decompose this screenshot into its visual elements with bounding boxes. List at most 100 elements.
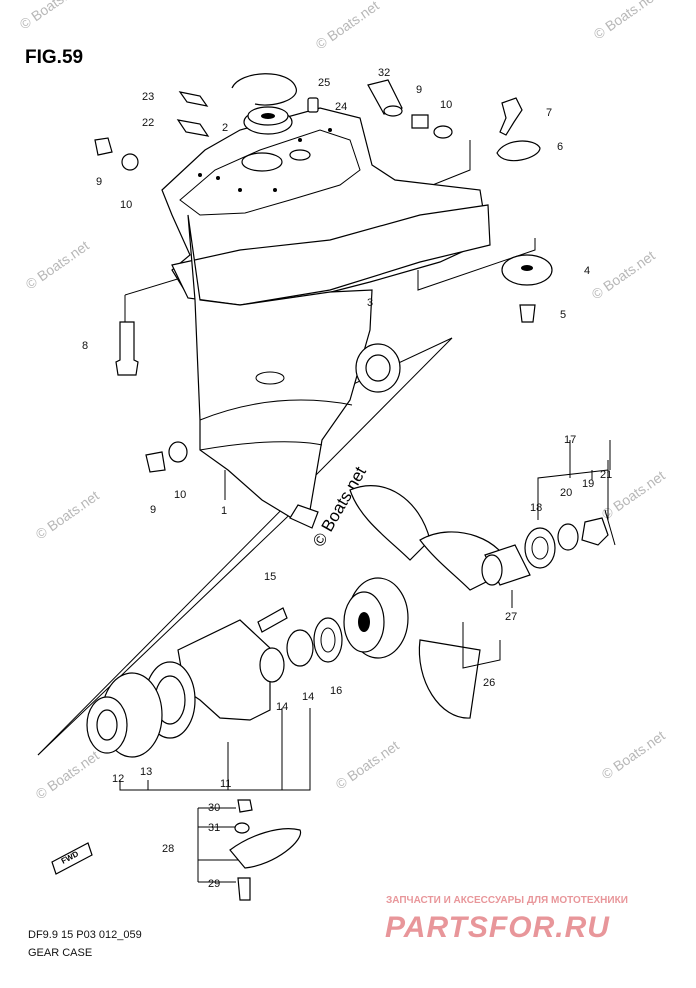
watermark: © Boats.net bbox=[33, 747, 102, 802]
watermark: © Boats.net bbox=[313, 0, 382, 52]
bearing-2-bore bbox=[261, 113, 275, 119]
leg-contour bbox=[199, 441, 323, 451]
skeg bbox=[289, 504, 319, 529]
top-parts bbox=[94, 73, 553, 473]
figure-title: FIG.59 bbox=[25, 47, 83, 68]
callout-4: 4 bbox=[584, 265, 590, 277]
screw-9 bbox=[94, 137, 113, 156]
callout-15: 15 bbox=[264, 571, 276, 583]
leader-bracket bbox=[119, 708, 311, 791]
callout-28: 28 bbox=[162, 843, 174, 855]
cover-6 bbox=[496, 140, 541, 162]
gear-case-leg bbox=[187, 214, 373, 521]
lower-parts: FWD bbox=[51, 607, 343, 901]
callout-22: 22 bbox=[142, 117, 154, 129]
bolt-hole bbox=[238, 188, 242, 192]
callout-10a: 10 bbox=[440, 99, 452, 111]
callout-25: 25 bbox=[318, 77, 330, 89]
callout-9c: 9 bbox=[150, 504, 156, 516]
screw-5 bbox=[519, 304, 536, 323]
callout-9a: 9 bbox=[416, 84, 422, 96]
watermark: © Boats.net bbox=[33, 487, 102, 542]
bolt-hole bbox=[328, 128, 332, 132]
dowel-pin bbox=[307, 97, 319, 113]
callout-23: 23 bbox=[142, 91, 154, 103]
watermark: © Boats.net bbox=[591, 0, 660, 42]
bolt-hole bbox=[273, 188, 277, 192]
callout-24: 24 bbox=[335, 101, 347, 113]
propeller-blade-top bbox=[349, 485, 431, 561]
nut-19 bbox=[581, 517, 609, 546]
callout-labels: 25 2 24 23 22 32 9 10 7 6 9 10 4 5 8 3 9… bbox=[82, 67, 612, 890]
callout-13: 13 bbox=[140, 766, 152, 778]
callout-3: 3 bbox=[367, 297, 373, 309]
key-23 bbox=[178, 91, 209, 107]
callout-18: 18 bbox=[530, 502, 542, 514]
bearing-3-inner bbox=[365, 354, 391, 382]
callout-5: 5 bbox=[560, 309, 566, 321]
part-16-inner bbox=[320, 627, 336, 653]
bolt-15 bbox=[257, 607, 288, 633]
screw-29 bbox=[237, 877, 251, 901]
washer-10 bbox=[168, 441, 188, 463]
brand-logo: PARTSFOR.RU bbox=[385, 911, 610, 944]
figure-name: GEAR CASE bbox=[28, 947, 92, 959]
watermark: © Boats.net bbox=[599, 727, 668, 782]
leader-anode bbox=[417, 238, 536, 291]
leg-contour bbox=[199, 399, 353, 421]
callout-9b: 9 bbox=[96, 176, 102, 188]
washer-18-inner bbox=[531, 536, 549, 560]
key-22 bbox=[176, 119, 210, 137]
washer-18 bbox=[524, 527, 556, 569]
perspective-line bbox=[37, 337, 453, 756]
bolt-8 bbox=[115, 321, 139, 376]
screw-9 bbox=[411, 114, 429, 129]
cotter-pin-21 bbox=[604, 509, 616, 546]
callout-30: 30 bbox=[208, 802, 220, 814]
callout-16: 16 bbox=[330, 685, 342, 697]
propeller-blade-bottom bbox=[418, 639, 481, 719]
anode-4-hole bbox=[521, 265, 533, 271]
bolt-hole bbox=[198, 173, 202, 177]
washer-10 bbox=[121, 153, 139, 171]
callout-27: 27 bbox=[505, 611, 517, 623]
callout-31: 31 bbox=[208, 822, 220, 834]
callout-32: 32 bbox=[378, 67, 390, 79]
washer-20 bbox=[557, 523, 579, 551]
gear-case-housing bbox=[161, 107, 491, 529]
flange-hole bbox=[289, 149, 311, 161]
brand-block: ЗАПЧАСТИ И АКСЕССУАРЫ ДЛЯ МОТОТЕХНИКИ PA… bbox=[385, 895, 628, 944]
watermark: © Boats.net bbox=[17, 0, 86, 32]
bearing-12-inner bbox=[96, 709, 118, 741]
part-16 bbox=[313, 617, 343, 663]
case-hole bbox=[255, 371, 285, 385]
callout-14b: 14 bbox=[302, 691, 314, 703]
callout-10c: 10 bbox=[174, 489, 186, 501]
flange-hole bbox=[241, 152, 283, 172]
callout-19: 19 bbox=[582, 478, 594, 490]
callout-6: 6 bbox=[557, 141, 563, 153]
washer-10 bbox=[433, 125, 453, 139]
watermark: © Boats.net bbox=[23, 237, 92, 292]
screw-9 bbox=[145, 451, 166, 473]
plug-32-end bbox=[383, 105, 403, 117]
callout-26: 26 bbox=[483, 677, 495, 689]
nut-30 bbox=[237, 799, 253, 813]
leader-26 bbox=[462, 622, 501, 669]
perspective-line bbox=[37, 499, 306, 756]
spacer-27-face bbox=[481, 554, 503, 586]
callout-1: 1 bbox=[221, 505, 227, 517]
leader-17 bbox=[537, 460, 609, 520]
seal-14 bbox=[259, 647, 285, 683]
callout-17: 17 bbox=[564, 434, 576, 446]
leader-17-top bbox=[569, 440, 611, 470]
brand-tagline: ЗАПЧАСТИ И АКСЕССУАРЫ ДЛЯ МОТОТЕХНИКИ bbox=[386, 895, 628, 906]
propeller-assembly bbox=[343, 440, 616, 719]
callout-29: 29 bbox=[208, 878, 220, 890]
bolt-hole bbox=[216, 176, 220, 180]
watermark: © Boats.net bbox=[589, 247, 658, 302]
plate-28 bbox=[229, 828, 302, 869]
figure-code: DF9.9 15 P03 012_059 bbox=[28, 929, 142, 941]
callout-10b: 10 bbox=[120, 199, 132, 211]
